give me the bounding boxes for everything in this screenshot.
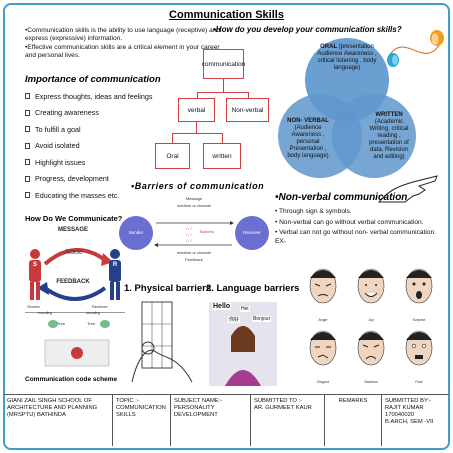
list-item: Creating awareness bbox=[25, 105, 160, 122]
importance-list: Express thoughts, ideas and feelings Cre… bbox=[25, 88, 160, 204]
list-item: • Non-verbal can go without verbal commu… bbox=[275, 218, 424, 226]
list-item: Highlight issues bbox=[25, 154, 160, 171]
tree-nonverbal-box: Non-verbal bbox=[226, 98, 269, 122]
footer-submitted-to: SUBMITTED TO :- AR. GURMEET KAUR bbox=[251, 395, 325, 446]
barrier-message-label: Message bbox=[185, 196, 203, 201]
scheme-r-label: R bbox=[112, 262, 118, 268]
venn-written-label: WRITTEN(Academic Writing, critical readi… bbox=[369, 112, 409, 160]
tree-line bbox=[223, 79, 224, 92]
footer-institution: GIANI ZAIL SINGH SCHOOL OF ARCHITECTURE … bbox=[4, 395, 113, 446]
venn-written-circle bbox=[332, 94, 416, 178]
nonverbal-title: •Non-verbal communication bbox=[275, 192, 408, 203]
face-fear: Fear bbox=[399, 324, 439, 384]
checkbox-icon bbox=[25, 109, 30, 116]
intro-line-2: •Effective communication skills are a cr… bbox=[25, 44, 220, 59]
face-disgust: Disgust bbox=[303, 324, 343, 384]
barrier-barriers-label: Barriers bbox=[200, 229, 215, 234]
face-anger: Anger bbox=[303, 262, 343, 322]
scheme-decoding-label: decoding bbox=[86, 311, 101, 315]
list-item: • Verbal can not go without non- verbal … bbox=[275, 229, 437, 245]
hand-gesture-icon bbox=[377, 175, 438, 203]
speech-bubble-hei: Hei bbox=[240, 306, 250, 312]
venn-oral-label: ORAL (presentation Audience Awareness , … bbox=[317, 44, 377, 71]
facial-expressions-grid: Anger Joy Surprise Disgust Sadness Fear bbox=[303, 262, 443, 388]
barrier-sender-label: Sender bbox=[128, 230, 144, 235]
tree-line bbox=[197, 92, 249, 93]
checkbox-icon bbox=[25, 93, 30, 100]
tree-line bbox=[172, 133, 223, 134]
physical-barriers-label: 1. Physical barriers bbox=[124, 283, 212, 294]
scheme-noise-label: Noise bbox=[65, 249, 83, 256]
scheme-message-label: MESSAGE bbox=[57, 227, 88, 233]
checkbox-icon bbox=[25, 175, 30, 182]
title-block: GIANI ZAIL SINGH SCHOOL OF ARCHITECTURE … bbox=[4, 394, 449, 446]
svg-text:/ / /: / / / bbox=[186, 238, 192, 243]
poster-frame bbox=[3, 3, 450, 450]
nonverbal-list: • Through sign & symbols. • Non-verbal c… bbox=[275, 208, 445, 248]
footer-topic: TOPIC :- COMMUNICATION SKILLS bbox=[113, 395, 171, 446]
tree-line bbox=[172, 133, 173, 143]
importance-title: Importance of communication bbox=[25, 74, 161, 85]
tin-can-phone-icon bbox=[387, 30, 444, 67]
speech-bubble-bonjour: Bonjour bbox=[252, 316, 272, 322]
communication-scheme-illustration bbox=[25, 247, 125, 367]
scheme-tree-2-label: Tree bbox=[87, 321, 96, 326]
intro-line-1: •Communication skills is the ability to … bbox=[25, 27, 221, 42]
tree-oral-box: Oral bbox=[155, 143, 190, 169]
page-title: Communication Skills bbox=[169, 9, 284, 21]
develop-title: •How do you develop your communication s… bbox=[213, 25, 402, 34]
footer-remarks: REMARKS bbox=[325, 395, 382, 446]
tree-line bbox=[222, 133, 223, 143]
list-item: Progress, development bbox=[25, 171, 160, 188]
barrier-receiver-label: Receiver bbox=[243, 230, 261, 235]
list-item: • Through sign & symbols. bbox=[275, 208, 352, 215]
how-communicate-title: How Do We Communicate? bbox=[25, 214, 123, 223]
tree-written-box: written bbox=[203, 143, 241, 169]
footer-subject: SUBJECT NAME:- PERSONALITY DEVELOPMENT bbox=[171, 395, 251, 446]
code-scheme-caption: Communication code scheme bbox=[25, 376, 118, 383]
list-item: Avoid isolated bbox=[25, 138, 160, 155]
checkbox-icon bbox=[25, 192, 30, 199]
barrier-channel-top-label: medium or channel bbox=[176, 203, 212, 208]
barrier-diagram: / / / / / / / / / bbox=[119, 216, 269, 250]
scheme-feedback-label: FEEDBACK bbox=[56, 279, 90, 285]
scheme-tree-1-label: Tree bbox=[57, 321, 66, 326]
list-item: Express thoughts, ideas and feelings bbox=[25, 88, 160, 105]
physical-barrier-illustration bbox=[131, 301, 193, 383]
scheme-receiver-label: Receiver bbox=[92, 304, 108, 309]
svg-text:/ / /: / / / bbox=[186, 232, 192, 237]
scheme-encoding-label: encoding bbox=[38, 311, 53, 315]
face-sadness: Sadness bbox=[351, 324, 391, 384]
face-joy: Joy bbox=[351, 262, 391, 322]
intro-text: •Communication skills is the ability to … bbox=[25, 27, 225, 61]
barrier-channel-bottom-label: medium or channel bbox=[176, 250, 212, 255]
tree-root-box: communication bbox=[202, 49, 245, 79]
speech-bubble-hello: Hello bbox=[212, 303, 232, 310]
venn-nonverbal-label: NON- VERBAL(Audience Awareness , persona… bbox=[287, 118, 329, 159]
language-barrier-illustration bbox=[209, 302, 277, 386]
face-surprise: Surprise bbox=[399, 262, 439, 322]
language-barriers-label: 2. Language barriers bbox=[206, 283, 300, 294]
list-item: Educating the masses etc. bbox=[25, 187, 160, 204]
list-item: To fulfill a goal bbox=[25, 121, 160, 138]
scheme-s-label: S bbox=[32, 262, 37, 268]
tree-line bbox=[197, 92, 198, 98]
footer-submitted-by: SUBMITTED BY:- RAJIT KUMAR 170040020 B.A… bbox=[385, 398, 434, 425]
speech-bubble-nihao: 你好 bbox=[228, 316, 241, 323]
barriers-title: •Barriers of communication bbox=[131, 181, 265, 191]
checkbox-icon bbox=[25, 126, 30, 133]
barrier-feedback-label: Feedback bbox=[185, 257, 203, 262]
checkbox-icon bbox=[25, 142, 30, 149]
svg-text:/ / /: / / / bbox=[186, 226, 192, 231]
tree-line bbox=[248, 92, 249, 98]
tree-verbal-box: verbal bbox=[178, 98, 215, 122]
checkbox-icon bbox=[25, 159, 30, 166]
tree-line bbox=[196, 122, 197, 133]
scheme-sender-label: Sender bbox=[27, 304, 40, 309]
